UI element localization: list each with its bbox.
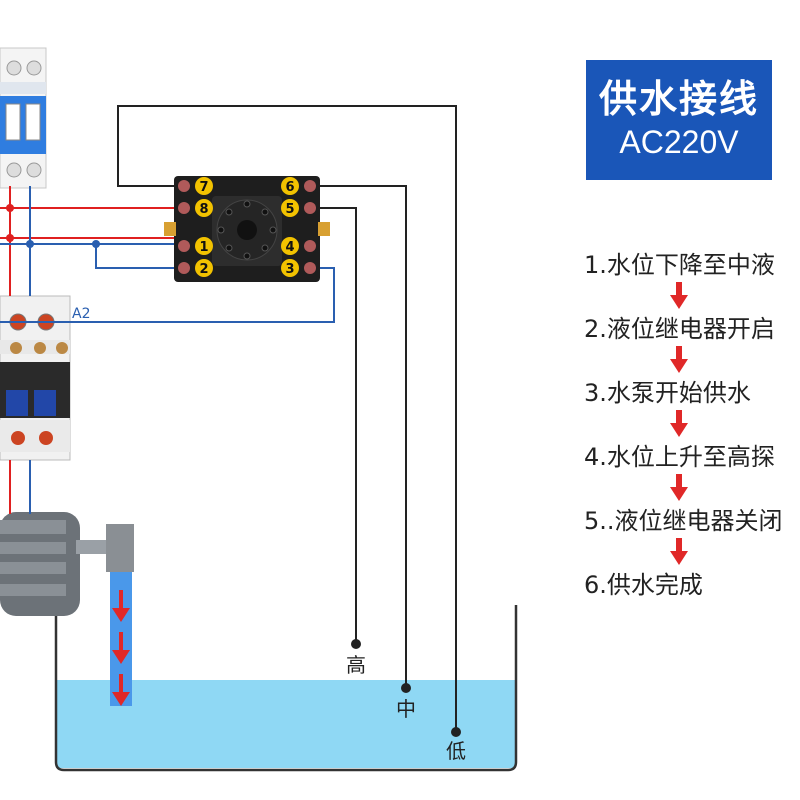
terminal-5-label: 5 <box>285 202 294 217</box>
tank-walls <box>54 600 518 772</box>
wires <box>0 105 457 732</box>
step-5: 5..液位继电器关闭 <box>584 507 783 535</box>
contactor-a2-label: A2 <box>72 306 90 322</box>
relay-socket: 7 8 1 2 6 5 4 3 <box>164 176 330 282</box>
step-3: 3.水泵开始供水 <box>584 379 751 407</box>
terminal-2-label: 2 <box>199 262 208 277</box>
high-probe-tip <box>351 639 361 649</box>
terminal-1-label: 1 <box>199 240 208 255</box>
title-voltage: AC220V <box>619 124 739 160</box>
terminal-3-label: 3 <box>285 262 294 277</box>
step-1: 1.水位下降至中液 <box>584 251 775 279</box>
title-main: 供水接线 <box>598 77 759 121</box>
junction-dots <box>6 204 100 248</box>
terminal-4-label: 4 <box>285 240 294 255</box>
motor-pump <box>0 512 134 616</box>
pump-outflow <box>110 572 132 706</box>
water-fill <box>56 680 516 768</box>
circuit-breaker <box>0 47 47 189</box>
contactor: A2 <box>0 295 90 461</box>
step-2: 2.液位继电器开启 <box>584 315 775 343</box>
probe-label-mid: 中 <box>396 697 416 721</box>
probe-label-high: 高 <box>346 653 366 677</box>
low-probe-tip <box>451 727 461 737</box>
step-arrow-2 <box>670 346 688 373</box>
step-arrow-4 <box>670 474 688 501</box>
title-box: 供水接线 AC220V <box>586 60 772 180</box>
mid-probe-tip <box>401 683 411 693</box>
level-probes <box>351 639 461 737</box>
step-arrow-3 <box>670 410 688 437</box>
probe-label-low: 低 <box>446 739 466 763</box>
step-arrow-5 <box>670 538 688 565</box>
step-6: 6.供水完成 <box>584 571 703 599</box>
step-arrow-1 <box>670 282 688 309</box>
step-4: 4.水位上升至高探 <box>584 443 775 471</box>
terminal-6-label: 6 <box>285 180 294 195</box>
water-tank <box>54 600 518 772</box>
terminal-7-label: 7 <box>199 180 208 195</box>
terminal-8-label: 8 <box>199 202 208 217</box>
